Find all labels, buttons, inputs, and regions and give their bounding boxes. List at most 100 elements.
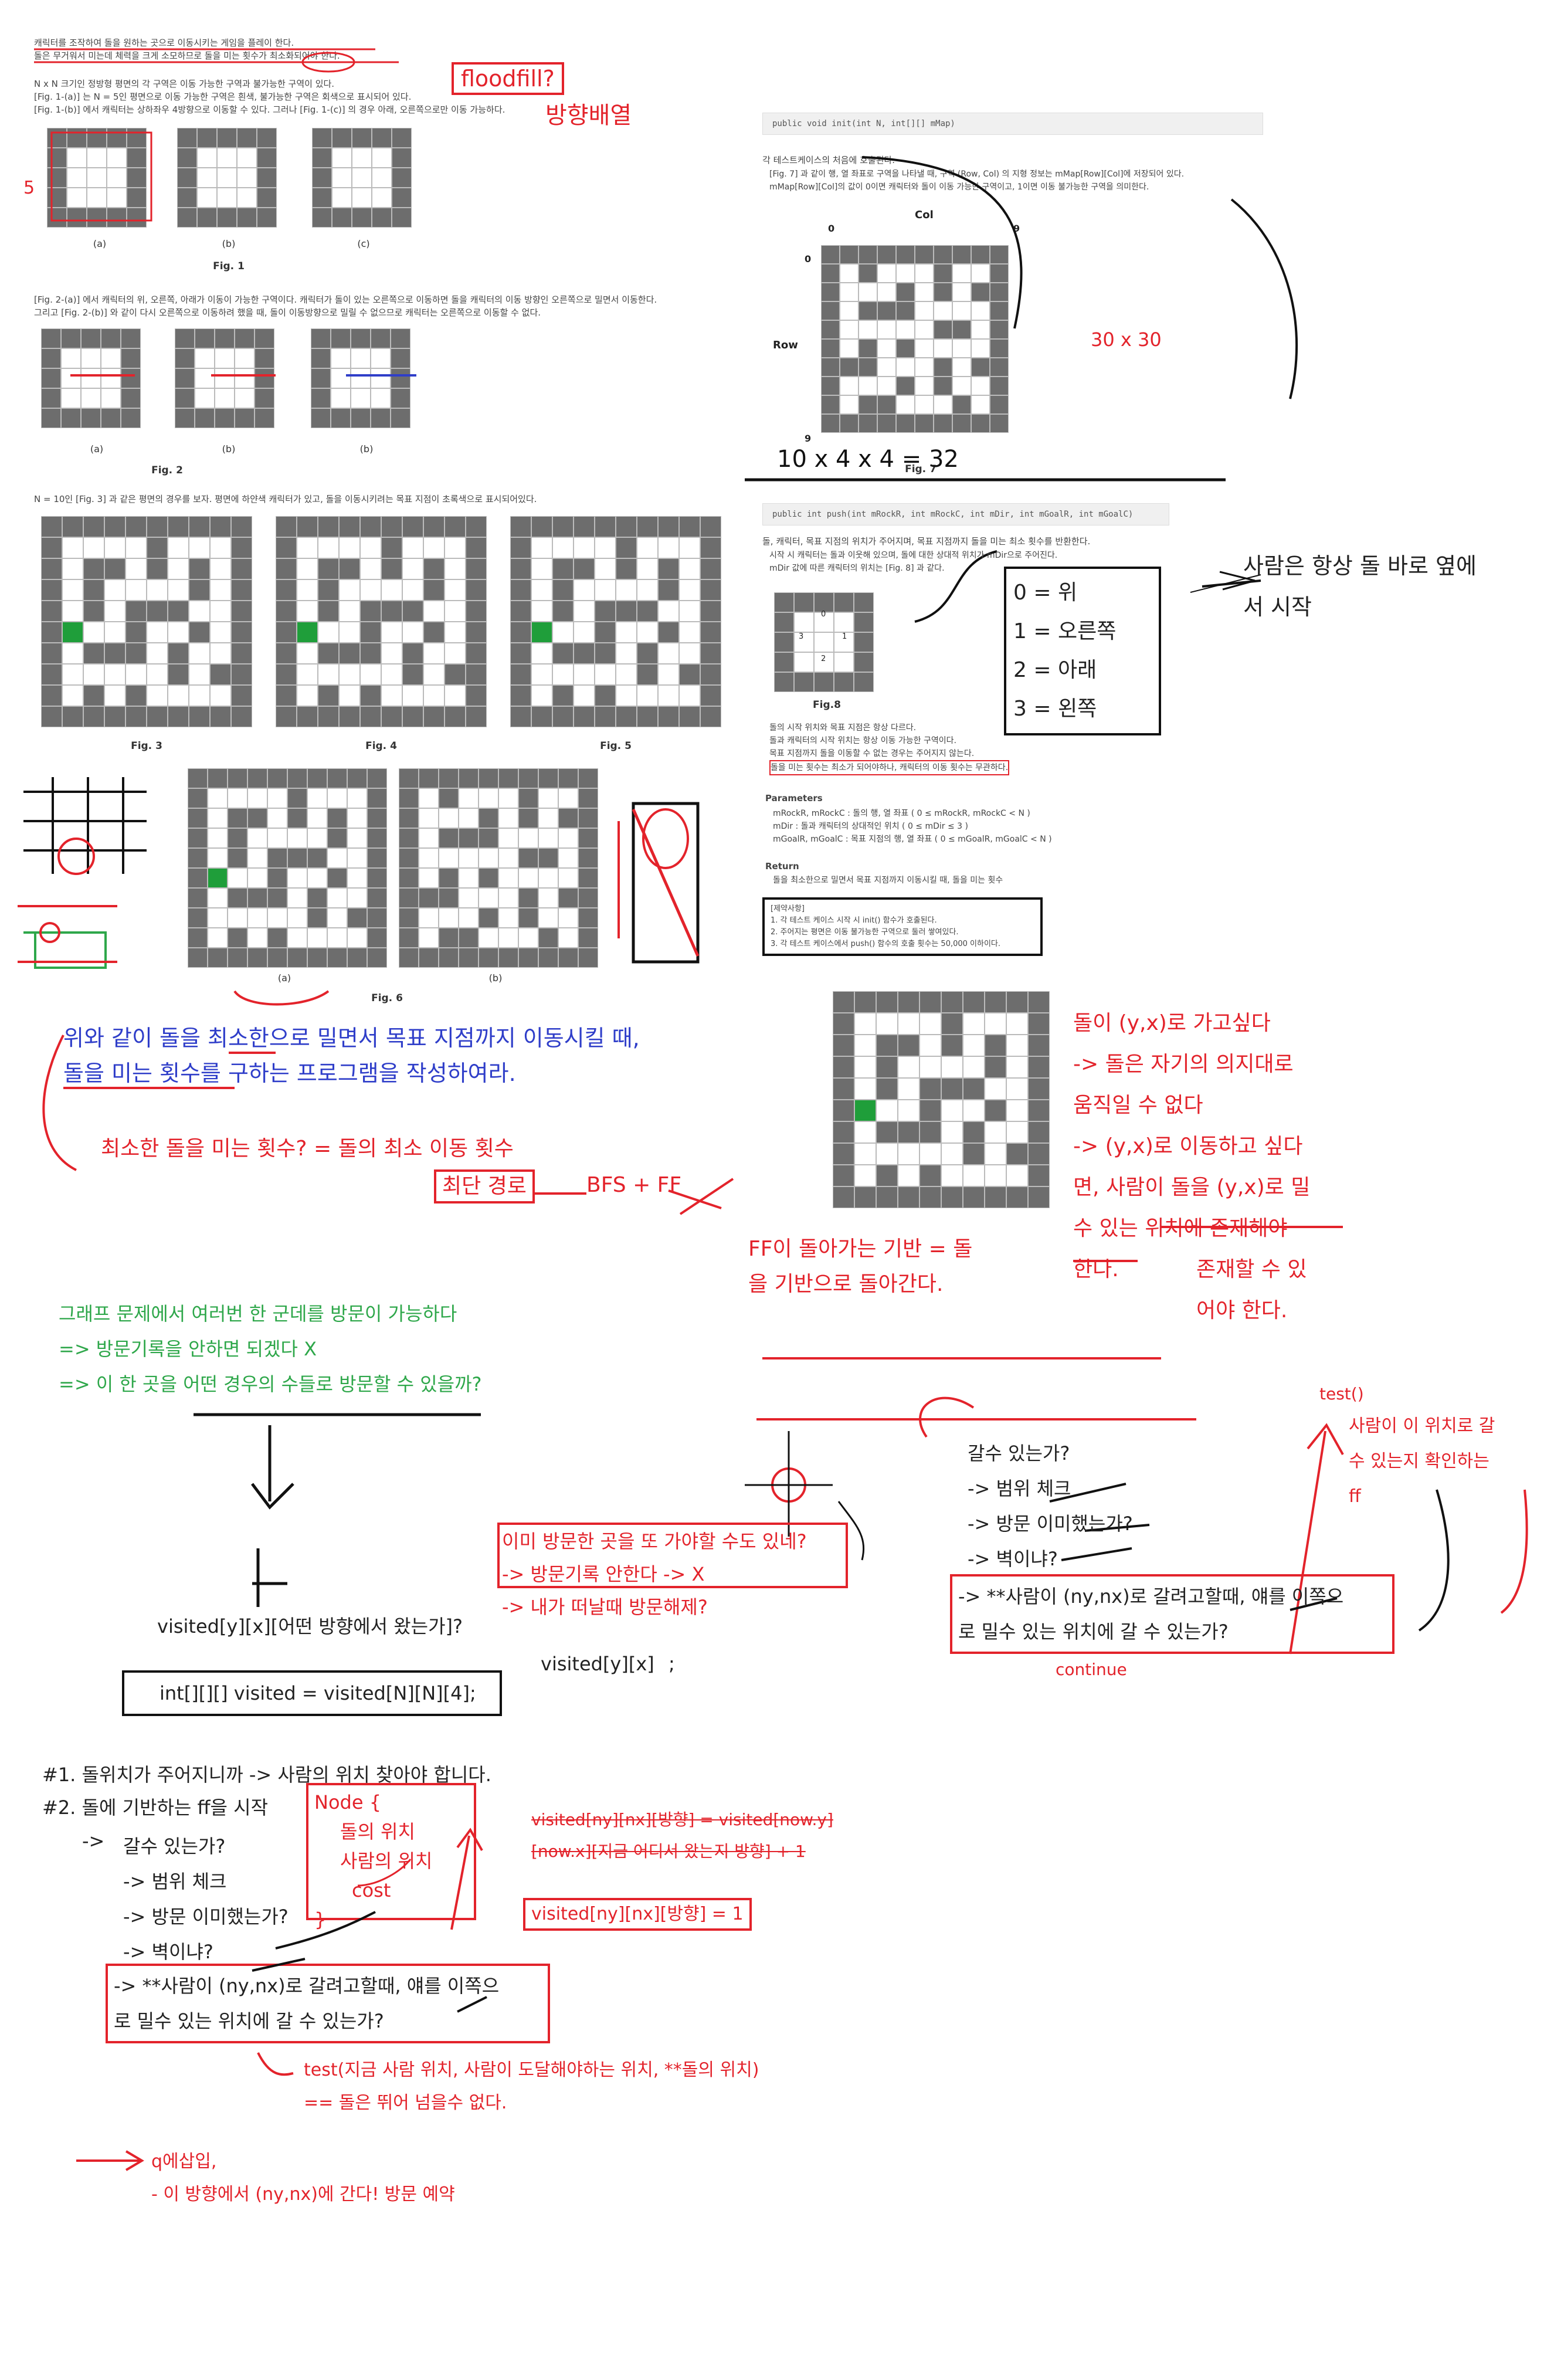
grid-cell (104, 516, 125, 537)
grid-cell (392, 128, 412, 148)
grid-cell (83, 706, 104, 727)
grid-cell (445, 643, 466, 664)
grid-cell (423, 537, 445, 558)
grid-cell (391, 328, 410, 348)
grid-cell (402, 664, 423, 685)
grid-cell (127, 168, 147, 188)
grid-cell (297, 664, 318, 685)
grid-cell (318, 643, 339, 664)
grid-cell (466, 537, 487, 558)
grid-cell (276, 579, 297, 601)
grid-cell (392, 188, 412, 208)
grid-cell (217, 208, 237, 228)
fig2-caption-c: (b) (359, 443, 374, 455)
grid-cell (237, 168, 257, 188)
fig4-grid (276, 516, 487, 727)
grid-cell (67, 168, 87, 188)
grid-cell (62, 664, 83, 685)
fig2-grids (41, 328, 428, 434)
grid-cell (360, 685, 381, 706)
fig2-title: Fig. 2 (151, 465, 183, 476)
grid-cell (175, 368, 195, 388)
grid-cell (62, 622, 83, 643)
fig1a-grid (47, 128, 147, 228)
grid-cell (276, 706, 297, 727)
grid-cell (445, 537, 466, 558)
grid-cell (466, 643, 487, 664)
grid-cell (466, 516, 487, 537)
grid-cell (210, 579, 231, 601)
grid-cell (237, 208, 257, 228)
grid-cell (466, 579, 487, 601)
grid-cell (101, 348, 121, 368)
grid-cell (121, 348, 141, 368)
grid-cell (318, 558, 339, 579)
grid-cell (81, 408, 101, 428)
grid-cell (41, 664, 62, 685)
grid-cell (41, 601, 62, 622)
grid-cell (168, 622, 189, 643)
grid-cell (402, 537, 423, 558)
grid-cell (168, 643, 189, 664)
grid-cell (107, 188, 127, 208)
grid-cell (168, 664, 189, 685)
grid-cell (297, 537, 318, 558)
grid-cell (41, 408, 61, 428)
grid-cell (423, 622, 445, 643)
grid-cell (339, 685, 360, 706)
grid-cell (47, 208, 67, 228)
grid-cell (351, 328, 371, 348)
grid-cell (189, 643, 210, 664)
grid-cell (83, 622, 104, 643)
fig2c-grid (311, 328, 410, 428)
grid-cell (360, 601, 381, 622)
grid-cell (381, 537, 402, 558)
fig1c-grid (312, 128, 412, 228)
grid-cell (360, 579, 381, 601)
grid-cell (352, 128, 372, 148)
grid-cell (381, 622, 402, 643)
grid-cell (360, 706, 381, 727)
grid-cell (339, 643, 360, 664)
grid-cell (168, 601, 189, 622)
grid-cell (62, 558, 83, 579)
grid-cell (311, 388, 331, 408)
grid-cell (423, 643, 445, 664)
grid-cell (312, 168, 332, 188)
grid-cell (423, 706, 445, 727)
grid-cell (255, 368, 274, 388)
grid-cell (423, 601, 445, 622)
grid-cell (61, 368, 81, 388)
grid-cell (360, 537, 381, 558)
grid-cell (67, 188, 87, 208)
grid-cell (195, 368, 215, 388)
floodfill-note: floodfill? (452, 62, 564, 95)
grid-cell (62, 579, 83, 601)
grid-cell (215, 368, 235, 388)
grid-cell (237, 128, 257, 148)
grid-cell (147, 537, 168, 558)
grid-cell (125, 579, 147, 601)
fig2-text: [Fig. 2-(a)] 에서 캐릭터의 위, 오른쪽, 아래가 이동이 가능한… (34, 293, 726, 319)
grid-cell (531, 516, 552, 537)
grid-cell (127, 208, 147, 228)
intro-text: 캐릭터를 조작하여 돌을 원하는 곳으로 이동시키는 게임을 플레이 한다. 돌… (34, 36, 714, 62)
grid-cell (177, 168, 197, 188)
grid-cell (81, 328, 101, 348)
grid-cell (197, 208, 217, 228)
grid-cell (402, 622, 423, 643)
grid-cell (147, 643, 168, 664)
grid-cell (311, 328, 331, 348)
grid-cell (318, 537, 339, 558)
grid-cell (466, 664, 487, 685)
grid-cell (104, 664, 125, 685)
grid-cell (217, 168, 237, 188)
grid-cell (371, 328, 391, 348)
grid-cell (217, 148, 237, 168)
grid-cell (147, 601, 168, 622)
grid-cell (125, 516, 147, 537)
grid-cell (168, 537, 189, 558)
grid-cell (445, 558, 466, 579)
grid-cell (104, 537, 125, 558)
grid-cell (168, 579, 189, 601)
